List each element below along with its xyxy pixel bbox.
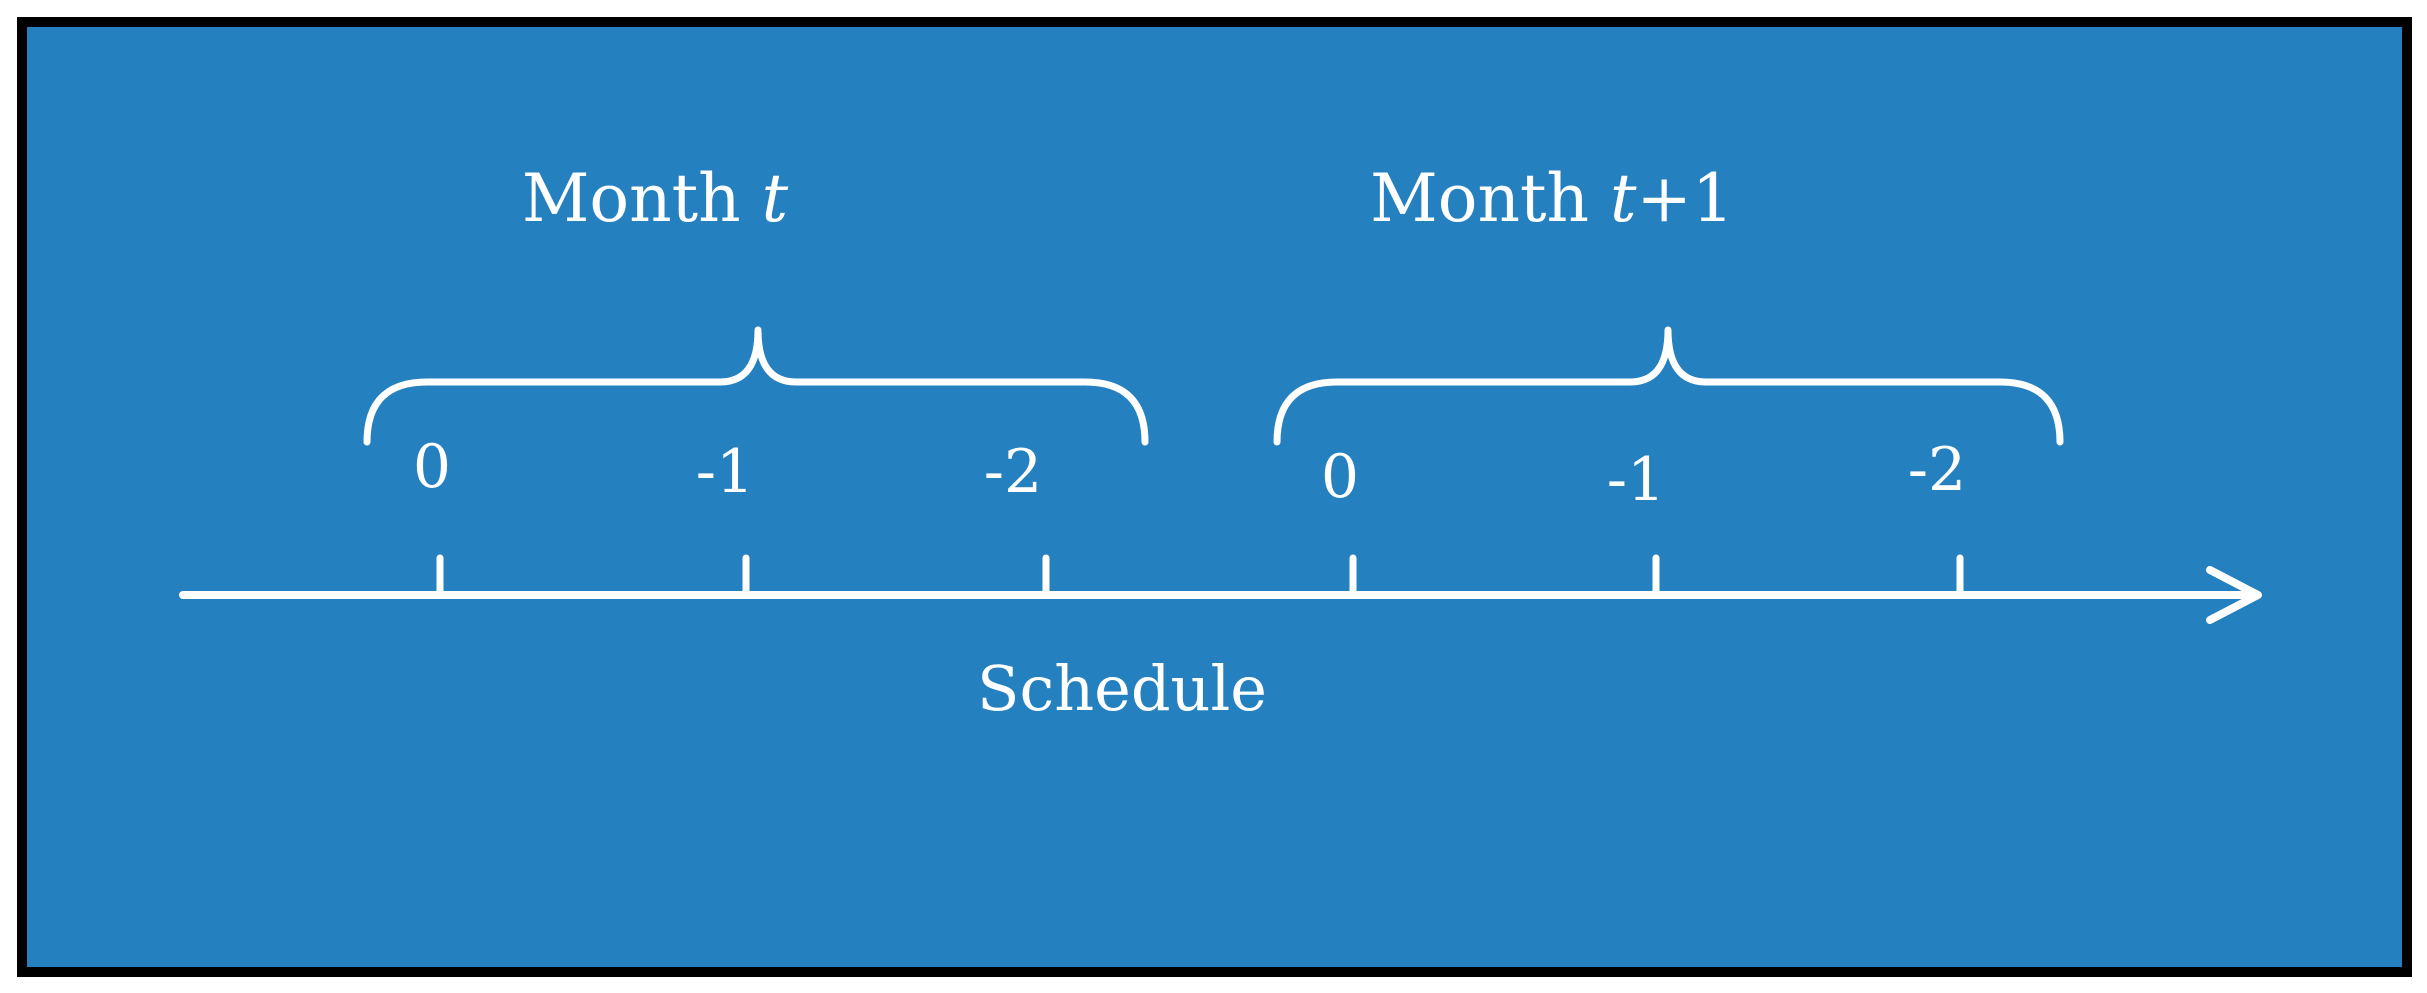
timeline-arrowhead <box>2206 566 2262 624</box>
month-group-1: Month t 0 -1 -2 <box>363 160 1149 507</box>
tick-label-1-1: 0 <box>413 432 451 502</box>
timeline-axis <box>179 554 2262 624</box>
tick-label-1-3: -2 <box>984 437 1042 507</box>
month-group-2: Month t+1 0 -1 -2 <box>1273 160 2064 515</box>
diagram-frame <box>17 17 2412 977</box>
month-title-1-var: t <box>762 160 789 237</box>
month-bracket-1 <box>363 326 1149 446</box>
month-title-2: Month t+1 <box>1370 160 1734 237</box>
month-title-2-suffix: +1 <box>1637 160 1734 237</box>
tick-label-1-2: -1 <box>696 437 754 507</box>
tick-label-2-1: 0 <box>1321 442 1359 512</box>
month-title-2-var: t <box>1610 160 1637 237</box>
tick-label-2-3: -2 <box>1908 435 1966 505</box>
month-bracket-2 <box>1273 326 2064 446</box>
month-title-2-prefix: Month <box>1370 160 1610 237</box>
axis-label: Schedule <box>977 652 1267 725</box>
month-title-1: Month t <box>522 160 789 237</box>
month-title-1-prefix: Month <box>522 160 762 237</box>
tick-label-2-2: -1 <box>1607 445 1665 515</box>
